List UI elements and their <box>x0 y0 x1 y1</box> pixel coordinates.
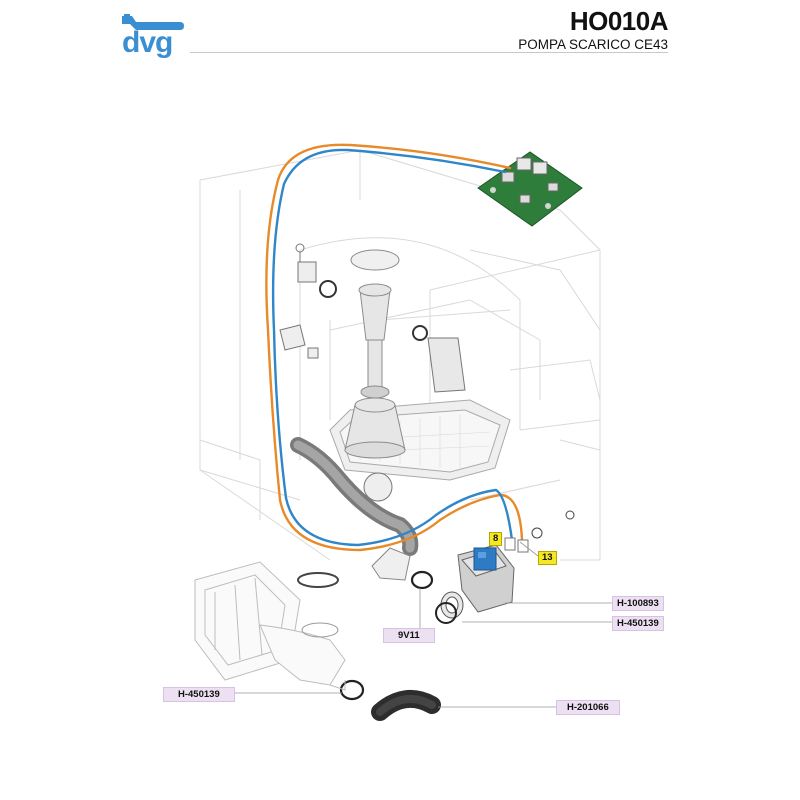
page-code: HO010A <box>569 6 669 36</box>
pcb-board <box>477 151 583 227</box>
dvg-logo-mark <box>122 14 184 30</box>
callout-number-13: 13 <box>538 551 557 565</box>
drain-pump <box>435 544 515 624</box>
wiring-harness <box>265 143 524 552</box>
small-parts <box>279 243 575 539</box>
leader-lines <box>230 541 612 708</box>
connecting-hose-bottom <box>371 689 441 721</box>
part-tag-h450139-left[interactable]: H-450139 <box>163 687 235 702</box>
brand-logo-text: dvg <box>122 26 173 59</box>
page-title: POMPA SCARICO CE43 <box>518 37 668 52</box>
part-tag-h100893[interactable]: H-100893 <box>612 596 664 611</box>
drain-hose <box>290 437 419 581</box>
callout-number-8: 8 <box>489 532 503 546</box>
central-column <box>344 249 406 459</box>
part-tag-9v11[interactable]: 9V11 <box>383 628 435 643</box>
header-divider <box>190 52 668 53</box>
sump-assembly <box>194 561 346 691</box>
machine-frame-ghost <box>199 149 601 561</box>
clamps <box>339 570 434 701</box>
wire-terminals <box>504 537 529 553</box>
part-tag-h201066[interactable]: H-201066 <box>556 700 620 715</box>
part-tag-h450139-right[interactable]: H-450139 <box>612 616 664 631</box>
